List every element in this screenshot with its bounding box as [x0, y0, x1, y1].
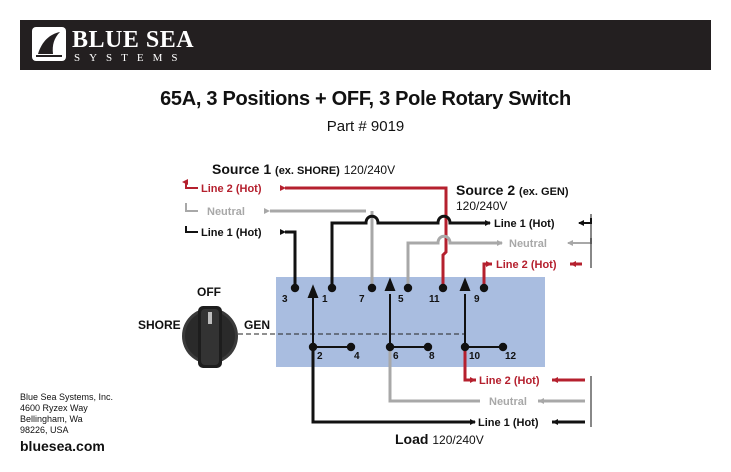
load-heading: Load 120/240V: [395, 431, 484, 447]
part-number: Part # 9019: [326, 118, 405, 135]
brand-header: BLUE SEA SYSTEMS: [20, 20, 711, 70]
terminal-10-label: 10: [469, 351, 481, 362]
brand-subtitle: SYSTEMS: [74, 52, 187, 64]
terminal-8-dot: [423, 342, 433, 352]
load-neutral-label: Neutral: [489, 396, 527, 408]
load-line1-label: Line 1 (Hot): [478, 417, 539, 429]
wire-end-arrows: [182, 179, 584, 425]
terminal-9-label: 9: [474, 294, 480, 305]
terminal-7-label: 7: [359, 294, 365, 305]
company-address: Blue Sea Systems, Inc. 4600 Ryzex Way Be…: [20, 392, 113, 436]
terminal-12-label: 12: [505, 351, 517, 362]
source2-heading: Source 2 (ex. GEN): [456, 182, 569, 198]
company-name: Blue Sea Systems, Inc.: [20, 392, 114, 402]
terminal-5-label: 5: [398, 294, 404, 305]
terminal-5-dot: [403, 283, 413, 293]
terminal-4-label: 4: [354, 351, 360, 362]
company-city: Bellingham, Wa: [20, 414, 83, 424]
terminal-1-dot: [327, 283, 337, 293]
source2-neutral-label: Neutral: [509, 238, 547, 250]
source1-line1-label: Line 1 (Hot): [201, 227, 262, 239]
switch-off-label: OFF: [197, 285, 221, 299]
source1-line1-wire: [185, 226, 297, 288]
terminal-10-dot: [460, 342, 470, 352]
terminal-9-dot: [479, 283, 489, 293]
terminal-7-dot: [367, 283, 377, 293]
terminal-3-label: 3: [282, 294, 288, 305]
terminal-12-dot: [498, 342, 508, 352]
company-zip: 98226, USA: [20, 425, 69, 435]
rotary-switch-knob: [182, 306, 238, 368]
terminal-6-label: 6: [393, 351, 399, 362]
terminal-8-label: 8: [429, 351, 435, 362]
terminal-dots: [290, 283, 508, 352]
sail-logo-icon: [32, 27, 66, 61]
terminal-3-dot: [290, 283, 300, 293]
page-title: 65A, 3 Positions + OFF, 3 Pole Rotary Sw…: [160, 88, 571, 110]
source1-line2-label: Line 2 (Hot): [201, 183, 262, 195]
terminal-2-dot: [308, 342, 318, 352]
terminal-2-label: 2: [317, 351, 323, 362]
contact-arrows: [307, 277, 471, 350]
source2-line1-label: Line 1 (Hot): [494, 218, 555, 230]
terminal-6-dot: [385, 342, 395, 352]
switch-panel: [276, 277, 545, 367]
source1-neutral-label: Neutral: [207, 206, 245, 218]
source1-neutral-wire: [185, 203, 374, 288]
load-neutral-wire: [388, 350, 585, 403]
source2-line2-label: Line 2 (Hot): [496, 259, 557, 271]
terminal-11-label: 11: [429, 294, 440, 305]
terminal-1-label: 1: [322, 294, 328, 305]
source1-heading: Source 1 (ex. SHORE) 120/240V: [212, 161, 395, 177]
company-street: 4600 Ryzex Way: [20, 403, 88, 413]
switch-shore-label: SHORE: [138, 318, 181, 332]
terminal-11-dot: [438, 283, 448, 293]
website-link[interactable]: bluesea.com: [20, 438, 105, 454]
terminal-4-dot: [346, 342, 356, 352]
switch-gen-label: GEN: [244, 318, 270, 332]
source2-voltage: 120/240V: [456, 199, 507, 213]
load-line2-label: Line 2 (Hot): [479, 375, 540, 387]
brand-name: BLUE SEA: [72, 27, 195, 53]
